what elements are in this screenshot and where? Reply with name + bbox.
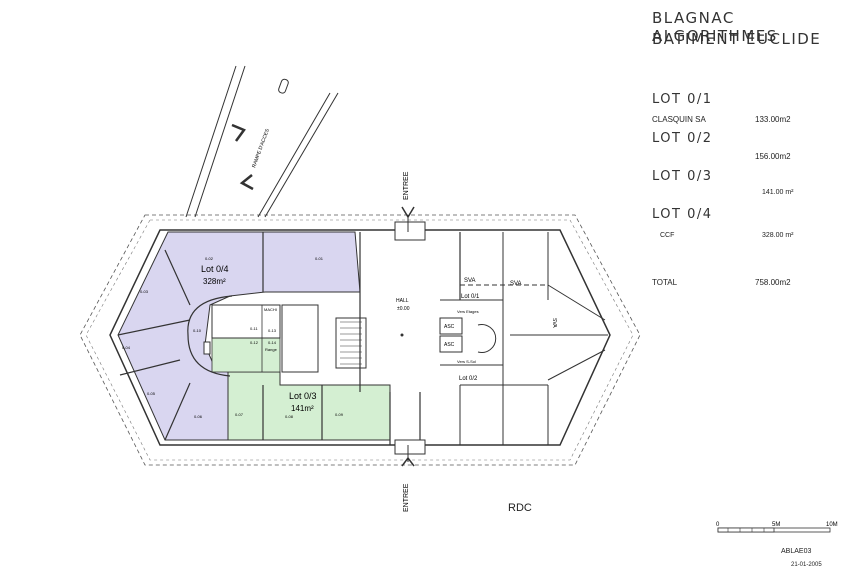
sva-label: SVA bbox=[510, 281, 522, 287]
corridor-ring bbox=[187, 295, 233, 377]
room-label: 0-04 bbox=[122, 345, 131, 350]
room-label: 0-05 bbox=[147, 391, 156, 396]
total-value: 758.00m2 bbox=[755, 278, 791, 287]
wall bbox=[547, 349, 606, 381]
lot-02-label: Lot 0/2 bbox=[459, 376, 478, 382]
ramp-label: RAMPE D'ACCES bbox=[251, 128, 271, 169]
core-block bbox=[211, 304, 281, 339]
scale-label-0: 0 bbox=[716, 522, 720, 528]
lot-04-area: 328m² bbox=[203, 277, 226, 286]
lot-04-tenant: CCF bbox=[660, 232, 675, 239]
lot-04-heading: LOT 0/4 bbox=[652, 207, 713, 222]
lot-03-label: Lot 0/3 bbox=[289, 391, 317, 401]
hall-entrance-top bbox=[394, 221, 426, 241]
ramp-line bbox=[264, 92, 339, 218]
room-label: 0-01 bbox=[315, 256, 324, 261]
column bbox=[400, 333, 404, 337]
lot-02-heading: LOT 0/2 bbox=[652, 131, 713, 146]
sva-label: SVA bbox=[551, 318, 557, 328]
elevator-label: ASC bbox=[444, 324, 455, 330]
wall bbox=[547, 284, 606, 321]
scale-label-5: 5M bbox=[772, 522, 780, 528]
lot-03-area: 141.00 m² bbox=[762, 189, 794, 196]
sanitary-block bbox=[281, 304, 319, 373]
drawing-date: 21-01-2005 bbox=[791, 562, 822, 568]
vers-etages-label: Vers Etages bbox=[457, 309, 479, 314]
total-label: TOTAL bbox=[652, 278, 678, 287]
room-label: 0-09 bbox=[335, 412, 344, 417]
hall-label: HALL bbox=[396, 298, 409, 304]
ramp-line bbox=[194, 65, 246, 218]
room-label: 0-03 bbox=[140, 289, 149, 294]
lot-01-tenant: CLASQUIN SA bbox=[652, 115, 706, 124]
ramp-line bbox=[257, 92, 331, 218]
small-stub bbox=[203, 341, 211, 355]
level-label: RDC bbox=[508, 502, 532, 514]
room-label: 0-14 bbox=[268, 340, 277, 345]
room-label: 0-02 bbox=[205, 256, 214, 261]
room-label: 0-08 bbox=[285, 414, 294, 419]
lot-03-heading: LOT 0/3 bbox=[652, 169, 713, 184]
ramp-arrow-icon bbox=[239, 174, 254, 191]
room-label: 0-07 bbox=[235, 412, 244, 417]
lot-02-area: 156.00m2 bbox=[755, 152, 791, 161]
entree-bottom-label: ENTREE bbox=[403, 483, 410, 512]
range-label: Range bbox=[265, 347, 278, 352]
lot-03-area: 141m² bbox=[291, 404, 314, 413]
entree-top-label: ENTREE bbox=[403, 171, 410, 200]
drawing-code: ABLAE03 bbox=[781, 548, 812, 555]
building-title: BATIMENT EUCLIDE bbox=[652, 30, 822, 48]
elevator-2 bbox=[439, 335, 463, 353]
hall-level: ±0.00 bbox=[397, 306, 410, 312]
sva-label: SVA bbox=[464, 278, 476, 284]
ramp-marker bbox=[278, 78, 289, 94]
scale-bar bbox=[717, 527, 831, 533]
machi-label: MACHI bbox=[264, 307, 277, 312]
lot-03-zone-part bbox=[211, 337, 281, 373]
room-label: 0-11 bbox=[250, 326, 258, 331]
room-label: 0-13 bbox=[268, 328, 277, 333]
ramp-arrow-icon bbox=[231, 123, 246, 142]
site-boundary-inner bbox=[85, 219, 634, 461]
spiral-stair bbox=[477, 324, 497, 353]
wall bbox=[119, 359, 181, 376]
lot-04-area: 328.00 m² bbox=[762, 232, 794, 239]
scale-label-10: 10M bbox=[826, 522, 838, 528]
lot-01-label: Lot 0/1 bbox=[461, 294, 480, 300]
wall bbox=[164, 382, 191, 441]
room-label: 0-06 bbox=[194, 414, 203, 419]
stair-steps bbox=[340, 321, 362, 365]
stair-block bbox=[335, 317, 367, 369]
lot-01-heading: LOT 0/1 bbox=[652, 92, 713, 107]
elevator-label: ASC bbox=[444, 342, 455, 348]
ramp-line bbox=[185, 65, 237, 218]
wall bbox=[164, 249, 191, 306]
elevator-1 bbox=[439, 317, 463, 335]
room-label: 0-10 bbox=[193, 328, 202, 333]
hall-entrance-bottom bbox=[394, 439, 426, 455]
site-boundary bbox=[79, 214, 641, 466]
room-label: 0-12 bbox=[250, 340, 259, 345]
vers-ssol-label: Vers S-Sol bbox=[457, 359, 476, 364]
wall bbox=[117, 319, 191, 336]
project-title: BLAGNAC ALGORITHMES bbox=[652, 9, 778, 45]
lot-01-area: 133.00m2 bbox=[755, 115, 791, 124]
lot-04-label: Lot 0/4 bbox=[201, 264, 229, 274]
